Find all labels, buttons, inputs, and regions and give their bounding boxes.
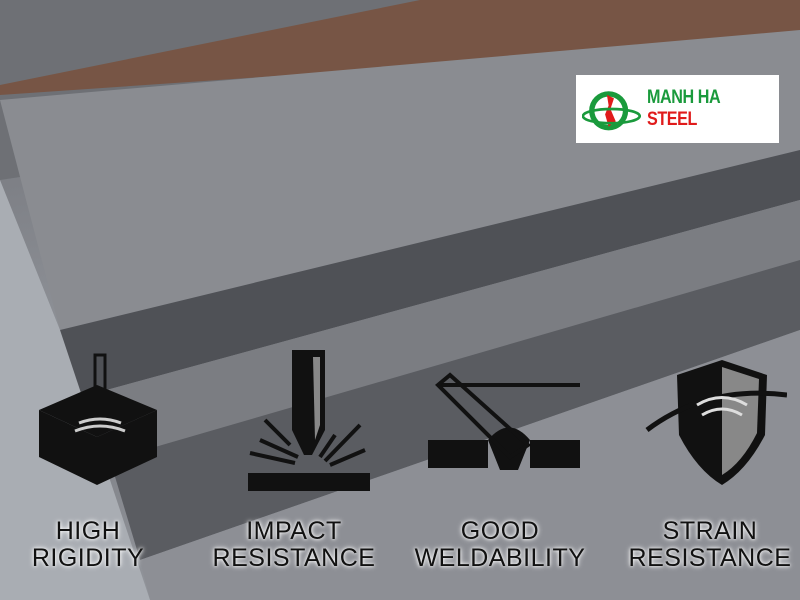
label-line2: RESISTANCE (628, 544, 792, 572)
manh-ha-steel-logo: MANH HA STEEL (576, 75, 779, 143)
globe-logo-icon (582, 91, 641, 131)
label-line1: GOOD (460, 517, 540, 545)
feature-weldability-icon-wrap (400, 345, 590, 495)
brand-name: MANH HA STEEL (647, 87, 760, 131)
impact-spark-icon (248, 350, 370, 491)
shield-icon (645, 360, 787, 485)
feature-strain-icon-wrap (612, 345, 800, 495)
label-line2: RIGIDITY (31, 544, 145, 572)
label-line1: STRAIN (662, 517, 758, 545)
brand-name-steel: STEEL (646, 109, 697, 130)
label-line2: WELDABILITY (414, 544, 586, 572)
brand-name-main: MANH HA (646, 87, 720, 108)
feature-impact-icon-wrap (200, 345, 390, 495)
label-line1: IMPACT (246, 517, 342, 545)
feature-high-rigidity-icon-wrap (0, 345, 182, 485)
pressure-block-icon (39, 353, 157, 485)
weld-joint-icon (428, 372, 580, 470)
label-line2: RESISTANCE (212, 544, 376, 572)
label-line1: HIGH (55, 517, 121, 545)
